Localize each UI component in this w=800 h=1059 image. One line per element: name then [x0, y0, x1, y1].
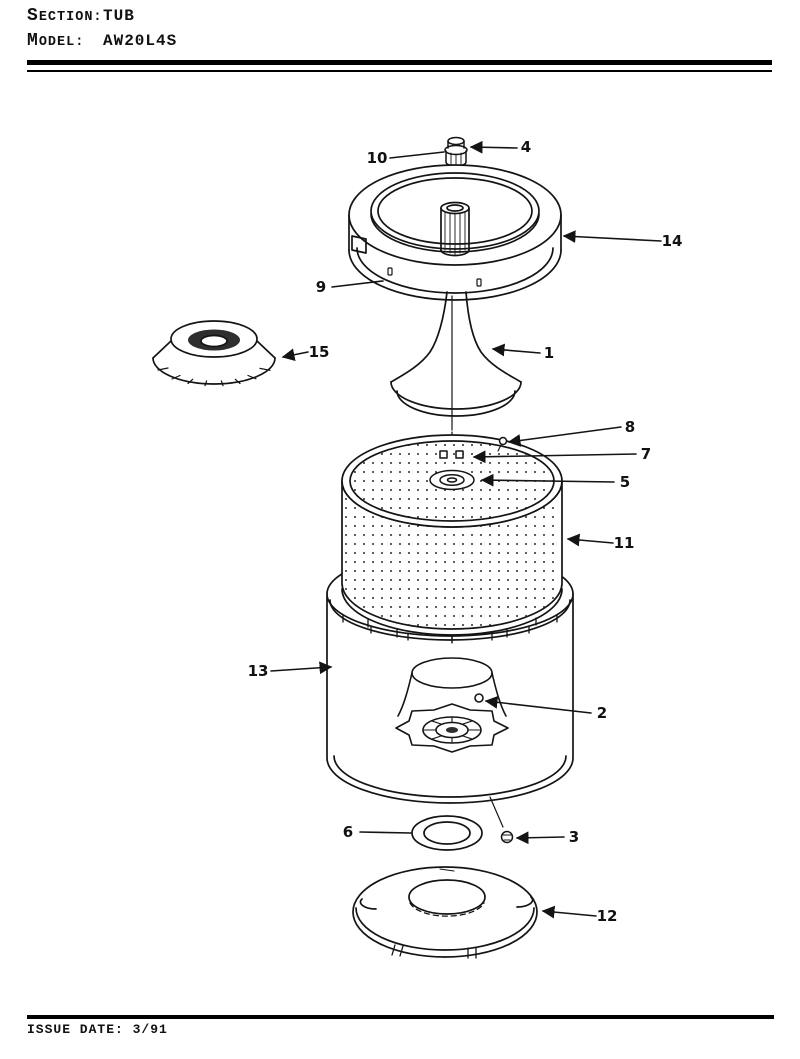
part-tub-ring [348, 164, 562, 301]
leader-3 [515, 831, 565, 845]
issue-date: Issue Date: 3/91 [27, 1022, 168, 1037]
part-spin-basket [341, 434, 563, 636]
leader-13 [270, 661, 333, 675]
callout-leaders [270, 140, 662, 919]
callout-5: 5 [620, 473, 630, 491]
leader-2 [484, 695, 592, 714]
section-line: Section:TUB [27, 6, 135, 26]
part-pulley-cap [152, 320, 276, 387]
part-screw [500, 830, 514, 844]
leader-10 [389, 151, 445, 159]
callout-15: 15 [309, 343, 330, 361]
callout-10: 10 [367, 149, 388, 167]
part-top-cap [444, 136, 468, 167]
part-tub-washer [411, 815, 483, 851]
part-outer-tub [326, 593, 574, 828]
callout-6: 6 [343, 823, 353, 841]
callout-1: 1 [544, 344, 554, 362]
leader-4 [469, 140, 518, 154]
callout-8: 8 [625, 418, 635, 436]
leader-14 [562, 230, 662, 243]
leader-11 [566, 533, 614, 547]
model-value: AW20L4S [103, 32, 178, 50]
section-value: TUB [103, 7, 135, 25]
part-hub-seal [429, 436, 508, 491]
leader-9 [331, 280, 384, 288]
leader-8 [507, 426, 622, 447]
section-label: Section: [27, 6, 103, 26]
callout-3: 3 [569, 828, 579, 846]
callout-11: 11 [614, 534, 635, 552]
callout-4: 4 [521, 138, 531, 156]
footer-rule [27, 1015, 774, 1019]
callout-labels: 10 4 14 9 15 1 8 7 5 11 13 2 6 3 12 [248, 138, 683, 925]
part-drive-bell [395, 657, 509, 753]
basket-feet [367, 617, 537, 643]
callout-12: 12 [597, 907, 618, 925]
leader-1 [491, 343, 541, 357]
model-line: Model: AW20L4S [27, 31, 177, 51]
leader-5 [480, 473, 615, 487]
callout-2: 2 [597, 704, 607, 722]
callout-14: 14 [662, 232, 683, 250]
model-label: Model: [27, 31, 85, 51]
callout-7: 7 [641, 445, 651, 463]
leader-7 [472, 450, 637, 464]
leader-15 [281, 348, 309, 362]
callout-9: 9 [316, 278, 326, 296]
callout-13: 13 [248, 662, 269, 680]
leader-12 [541, 905, 597, 919]
leader-6 [359, 831, 412, 834]
header-rule-thick [27, 60, 772, 65]
header-rule-thin [27, 70, 772, 72]
part-base-cover [352, 866, 538, 959]
